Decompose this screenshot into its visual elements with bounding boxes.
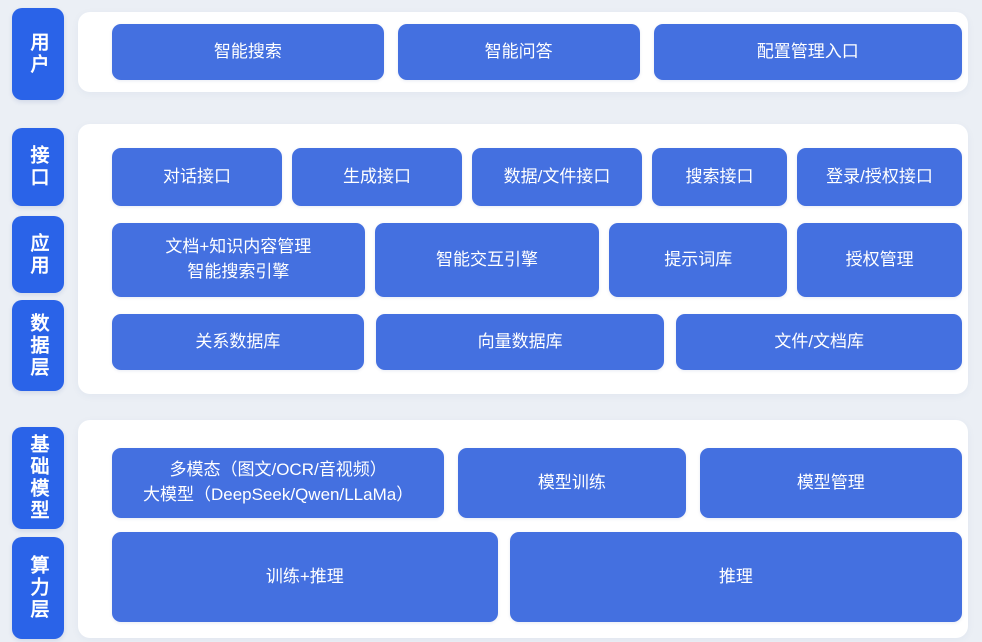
layer-pill-data-layer: 数据层: [12, 300, 64, 391]
block-prompt-library: 提示词库: [609, 223, 788, 297]
foundation-model-row: 多模态（图文/OCR/音视频） 大模型（DeepSeek/Qwen/LLaMa）…: [112, 448, 962, 518]
block-vector-database: 向量数据库: [375, 314, 665, 370]
application-row: 文档+知识内容管理 智能搜索引擎 智能交互引擎 提示词库 授权管理: [112, 223, 962, 297]
block-generation-api: 生成接口: [292, 148, 462, 206]
interface-application-data-panel: 对话接口 生成接口 数据/文件接口 搜索接口 登录/授权接口 文档+知识内容管理…: [78, 124, 968, 394]
block-login-auth-api: 登录/授权接口: [797, 148, 962, 206]
layer-pill-interface: 接口: [12, 128, 64, 206]
block-training-inference: 训练+推理: [112, 532, 498, 622]
block-relational-database: 关系数据库: [112, 314, 364, 370]
block-intelligent-interaction-engine: 智能交互引擎: [374, 223, 600, 297]
block-authorization-management: 授权管理: [797, 223, 962, 297]
layer-pill-application: 应用: [12, 216, 64, 293]
block-dialog-api: 对话接口: [112, 148, 282, 206]
block-model-training: 模型训练: [458, 448, 686, 518]
user-section-panel: 智能搜索 智能问答 配置管理入口: [78, 12, 968, 92]
block-data-file-api: 数据/文件接口: [472, 148, 642, 206]
block-smart-search: 智能搜索: [112, 24, 384, 80]
block-search-api: 搜索接口: [652, 148, 787, 206]
layer-pill-user: 用户: [12, 8, 64, 100]
block-model-management: 模型管理: [699, 448, 962, 518]
block-config-management-entry: 配置管理入口: [653, 24, 962, 80]
compute-row: 训练+推理 推理: [112, 532, 962, 622]
block-smart-qa: 智能问答: [397, 24, 640, 80]
interface-row: 对话接口 生成接口 数据/文件接口 搜索接口 登录/授权接口: [112, 148, 962, 206]
block-doc-knowledge-search-engine: 文档+知识内容管理 智能搜索引擎: [112, 223, 365, 297]
block-multimodal-llm: 多模态（图文/OCR/音视频） 大模型（DeepSeek/Qwen/LLaMa）: [112, 448, 445, 518]
data-row: 关系数据库 向量数据库 文件/文档库: [112, 314, 962, 370]
model-compute-panel: 多模态（图文/OCR/音视频） 大模型（DeepSeek/Qwen/LLaMa）…: [78, 420, 968, 638]
layer-pill-compute-layer: 算力层: [12, 537, 64, 639]
layer-pill-foundation-model: 基础模型: [12, 427, 64, 529]
block-inference: 推理: [509, 532, 962, 622]
block-file-document-store: 文件/文档库: [676, 314, 962, 370]
user-row: 智能搜索 智能问答 配置管理入口: [112, 24, 962, 80]
